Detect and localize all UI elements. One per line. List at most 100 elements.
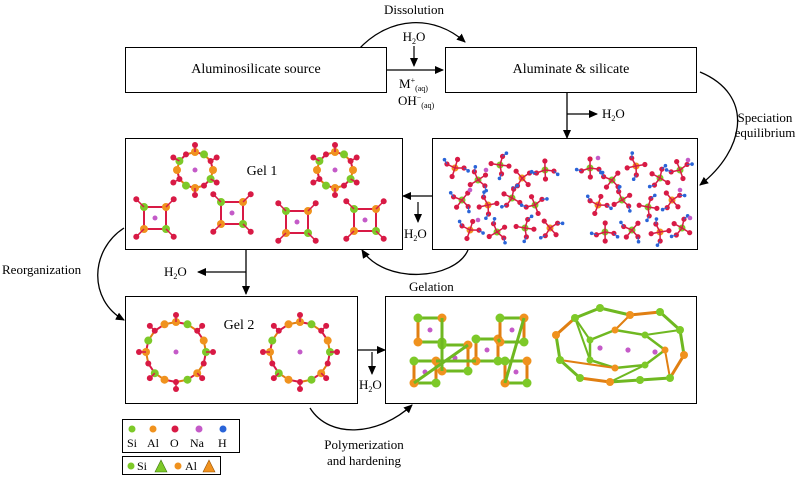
- o-atom: [353, 154, 360, 161]
- o-atom: [488, 160, 494, 167]
- o-atom: [671, 221, 677, 227]
- bond: [496, 338, 502, 343]
- bond: [589, 328, 616, 342]
- bond: [644, 349, 666, 366]
- o-atom: [297, 386, 303, 392]
- o-atom: [343, 235, 350, 242]
- o-atom: [192, 192, 198, 198]
- h-atom: [448, 190, 453, 195]
- water-label-1: H2O: [402, 29, 426, 46]
- framework-atom: [576, 374, 584, 382]
- o-atom: [453, 204, 460, 210]
- h-atom: [503, 240, 507, 245]
- o-atom: [324, 360, 331, 367]
- na-atom: [513, 369, 519, 375]
- o-atom: [470, 218, 476, 225]
- o-atom: [297, 312, 303, 318]
- o-atom: [133, 196, 140, 203]
- bond: [658, 310, 682, 332]
- o-atom: [210, 191, 217, 198]
- o-atom: [542, 176, 549, 182]
- bond: [629, 310, 661, 317]
- si-atom: [322, 181, 330, 190]
- framework-atom: [556, 356, 564, 364]
- bond: [678, 329, 686, 356]
- h-atom: [515, 183, 520, 188]
- o-atom: [627, 192, 633, 198]
- si-tetrahedron-icon: [154, 459, 168, 473]
- aluminate-box-label: Aluminate & silicate: [512, 62, 630, 77]
- framework-atom: [586, 336, 594, 344]
- h-atom: [631, 177, 636, 182]
- framework-atom: [611, 326, 619, 334]
- si-atom: [409, 356, 419, 366]
- o-atom-icon: [171, 425, 179, 433]
- na-atom: [173, 349, 179, 355]
- legend-al: Al: [147, 436, 159, 450]
- h-atom: [682, 193, 687, 198]
- gel1-label: Gel 1: [246, 164, 278, 179]
- o-atom: [673, 232, 679, 238]
- species-box: [432, 138, 698, 250]
- si-atom: [268, 336, 277, 345]
- o-atom: [323, 322, 330, 329]
- o-atom: [665, 179, 671, 186]
- o-atom: [674, 159, 680, 165]
- polymer-structures: [409, 304, 688, 388]
- o-atom: [312, 237, 319, 244]
- na-atom: [687, 215, 693, 221]
- o-atom: [642, 161, 648, 168]
- hydroxide-label: OH−(aq): [398, 93, 435, 110]
- h-atom: [690, 162, 694, 166]
- gel2-label: Gel 2: [223, 318, 255, 333]
- o-atom: [323, 151, 329, 158]
- h-atom: [574, 167, 579, 172]
- o-atom: [275, 200, 282, 207]
- bond: [558, 358, 582, 380]
- na-atom: [652, 349, 658, 355]
- framework-atom: [641, 361, 649, 369]
- o-atom: [199, 322, 206, 329]
- al-atom: [173, 166, 181, 174]
- h-atom: [619, 220, 623, 225]
- h-atom: [615, 234, 620, 239]
- species-structures: [442, 151, 694, 247]
- si-atom: [495, 313, 505, 323]
- framework-atom: [680, 351, 688, 359]
- h-atom: [504, 151, 509, 156]
- framework-atom: [676, 326, 684, 334]
- bond: [503, 317, 526, 384]
- o-atom: [476, 204, 482, 210]
- na-atom: [152, 215, 158, 221]
- framework-atom: [636, 376, 644, 384]
- reorganization-arrow: [97, 227, 125, 321]
- o-atom: [687, 230, 693, 236]
- si-atom-icon: [128, 425, 136, 433]
- species-return-arrow: [361, 249, 469, 276]
- o-atom: [680, 175, 686, 182]
- polymerization-label-2: and hardening: [326, 453, 402, 468]
- h-atom: [585, 194, 590, 199]
- atom-legend-dots: [128, 425, 227, 433]
- bond: [554, 316, 577, 337]
- bond: [614, 363, 646, 370]
- o-atom: [170, 179, 177, 186]
- h-atom: [522, 239, 527, 244]
- polymer-box: [385, 296, 697, 404]
- o-atom: [494, 200, 500, 206]
- h-atom: [655, 243, 660, 247]
- h-atom: [555, 172, 560, 177]
- h-atom: [645, 218, 649, 223]
- framework-atom: [606, 378, 614, 386]
- o-atom: [192, 142, 198, 148]
- atom-legend: Si Al O Na H: [122, 419, 240, 453]
- o-atom: [651, 182, 658, 188]
- polyhedra-legend: Si Al: [122, 456, 221, 475]
- bond: [609, 364, 646, 383]
- bond: [554, 334, 562, 361]
- bond: [644, 329, 681, 336]
- h-atom: [617, 184, 622, 189]
- h-atom: [481, 231, 485, 235]
- o-atom: [482, 172, 489, 178]
